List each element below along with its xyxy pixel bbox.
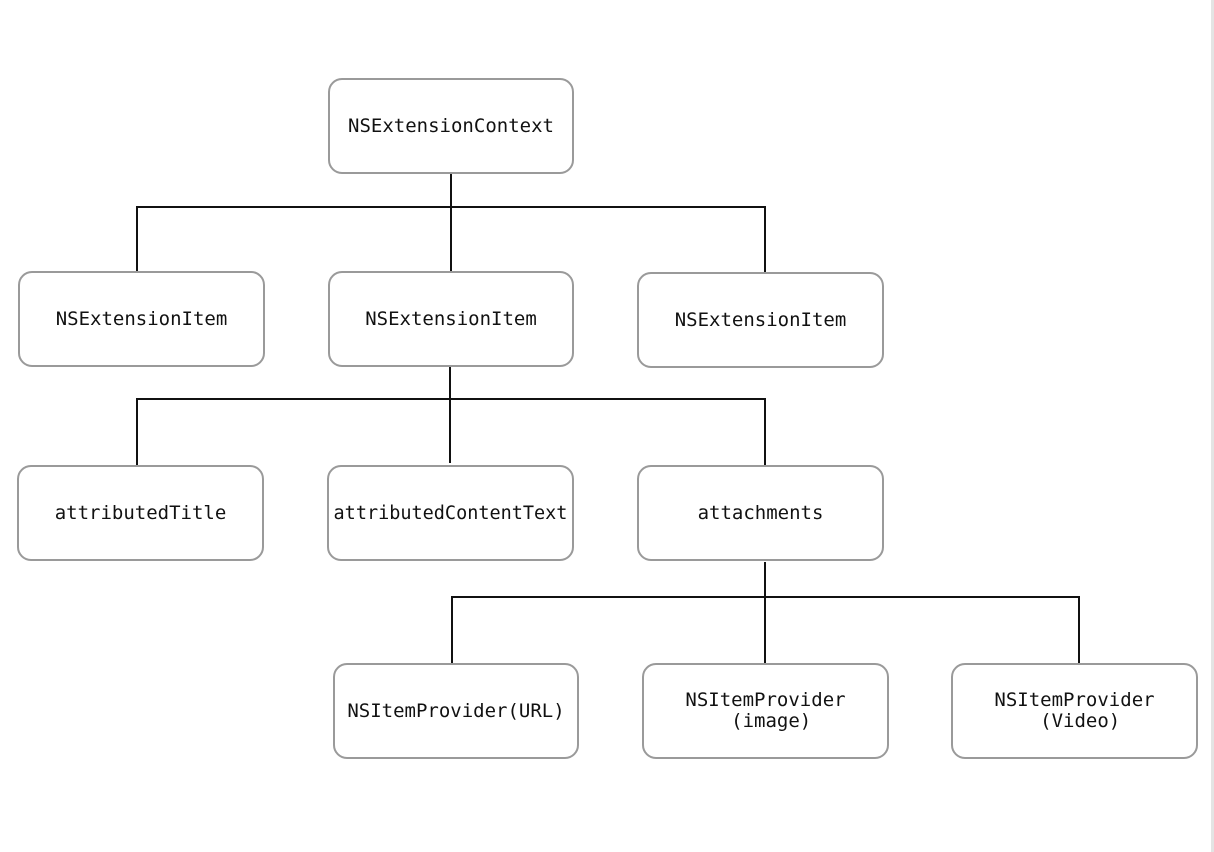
- node-label: attributedContentText: [333, 502, 568, 524]
- node-label: attachments: [697, 501, 824, 524]
- page-edge-divider: [1211, 0, 1214, 852]
- node-label: NSExtensionItem: [365, 307, 537, 330]
- node-provider-url: NSItemProvider(URL): [333, 663, 579, 759]
- node-nsextensioncontext: NSExtensionContext: [328, 78, 574, 174]
- node-nsextensionitem-left: NSExtensionItem: [18, 271, 265, 367]
- node-provider-image: NSItemProvider (image): [642, 663, 889, 759]
- node-label: NSItemProvider(URL): [347, 699, 565, 722]
- node-attributed-content-text: attributedContentText: [327, 465, 574, 561]
- node-label: NSItemProvider (Video): [994, 689, 1155, 732]
- node-nsextensionitem-right: NSExtensionItem: [637, 272, 884, 368]
- node-label: attributedTitle: [54, 501, 227, 524]
- node-provider-video: NSItemProvider (Video): [951, 663, 1198, 759]
- node-label: NSExtensionContext: [348, 114, 554, 137]
- node-attributed-title: attributedTitle: [17, 465, 264, 561]
- node-nsextensionitem-middle: NSExtensionItem: [328, 271, 574, 367]
- node-label: NSExtensionItem: [55, 307, 228, 330]
- node-label: NSExtensionItem: [674, 308, 847, 331]
- node-attachments: attachments: [637, 465, 884, 561]
- node-label: NSItemProvider (image): [685, 689, 846, 732]
